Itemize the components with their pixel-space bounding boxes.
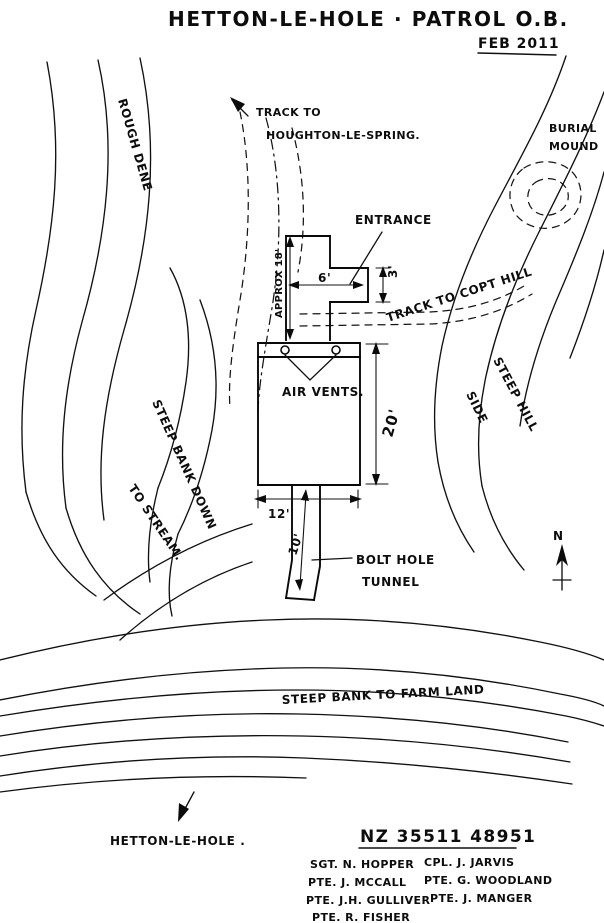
bolt-hole-tunnel-shape bbox=[284, 484, 321, 602]
dim-20ft: 20' bbox=[365, 342, 404, 486]
burial-mound-line1: BURIAL bbox=[549, 122, 597, 135]
dim-12ft-text: 12' bbox=[268, 507, 290, 521]
hetton-place-label: HETTON-LE-HOLE . bbox=[110, 834, 245, 848]
dim-20ft-text: 20' bbox=[379, 406, 404, 439]
dim-approx-18-text: APPROX 18' bbox=[274, 249, 285, 318]
svg-text:20': 20' bbox=[379, 406, 404, 439]
dim-12ft: 12' bbox=[254, 489, 362, 521]
roster-row-1-left: PTE. J. McCALL bbox=[308, 876, 406, 889]
track-to-houghton-line2: HOUGHTON-LE-SPRING. bbox=[266, 129, 420, 142]
entrance-callout: ENTRANCE bbox=[349, 213, 432, 285]
svg-text:3': 3' bbox=[386, 265, 400, 278]
steep-hill-label: STEEP HILL bbox=[490, 355, 541, 434]
patrol-roster: SGT. N. HOPPER CPL. J. JARVIS PTE. J. Mc… bbox=[306, 856, 552, 923]
roster-row-2-right: PTE. J. MANGER bbox=[430, 892, 533, 905]
track-to-copt-hill-lines bbox=[299, 285, 533, 327]
side-label: SIDE bbox=[463, 389, 490, 425]
steep-hill-contours bbox=[433, 55, 604, 571]
svg-text:APPROX 18': APPROX 18' bbox=[274, 249, 285, 318]
roster-row-3-left: PTE. R. FISHER bbox=[312, 911, 410, 923]
steep-bank-farm-text: STEEP BANK TO FARM LAND bbox=[281, 682, 484, 707]
page-title: HETTON-LE-HOLE · PATROL O.B. bbox=[168, 7, 569, 31]
steep-bank-down-label: STEEP BANK DOWN bbox=[149, 398, 219, 532]
grid-reference: NZ 35511 48951 bbox=[360, 827, 536, 847]
burial-mound-shape bbox=[509, 161, 582, 229]
track-to-houghton-arrow bbox=[230, 97, 249, 117]
svg-text:10': 10' bbox=[286, 531, 306, 556]
track-to-houghton-line1: TRACK TO bbox=[256, 106, 321, 119]
svg-text:STEEP HILL: STEEP HILL bbox=[490, 355, 541, 434]
dim-approx-18: APPROX 18' bbox=[274, 236, 294, 340]
ob-entrance-plan bbox=[285, 235, 369, 341]
roster-row-2-left: PTE. J.H. GULLIVER bbox=[306, 894, 430, 907]
air-vents-group: AIR VENTS. bbox=[280, 345, 364, 399]
bolt-hole-line1: BOLT HOLE bbox=[356, 553, 435, 567]
lower-field-contours bbox=[0, 618, 604, 793]
roster-row-0-left: SGT. N. HOPPER bbox=[310, 858, 414, 871]
date-underline bbox=[477, 52, 557, 56]
roster-row-1-right: PTE. G. WOODLAND bbox=[424, 874, 552, 887]
steep-hill-text: STEEP HILL bbox=[490, 355, 541, 434]
air-vent-right-icon bbox=[331, 345, 341, 355]
dim-3ft-text: 3' bbox=[386, 265, 400, 278]
air-vent-left-icon bbox=[280, 345, 290, 355]
steep-bank-farm-label: STEEP BANK TO FARM LAND bbox=[281, 682, 484, 707]
dim-3ft: 3' bbox=[375, 265, 400, 304]
rough-dene-contours bbox=[21, 57, 152, 615]
bolt-hole-callout: BOLT HOLE TUNNEL bbox=[311, 553, 435, 589]
entrance-label: ENTRANCE bbox=[355, 213, 432, 227]
hetton-direction-arrow bbox=[178, 791, 195, 822]
north-label: N bbox=[553, 529, 564, 543]
dim-10ft-text: 10' bbox=[286, 531, 306, 556]
roster-row-0-right: CPL. J. JARVIS bbox=[424, 856, 514, 869]
steep-bank-down-text: STEEP BANK DOWN bbox=[149, 398, 219, 532]
bolt-hole-line2: TUNNEL bbox=[362, 575, 419, 589]
side-text: SIDE bbox=[463, 389, 490, 425]
dim-6ft-text: 6' bbox=[318, 271, 331, 285]
ob-main-chamber bbox=[257, 342, 361, 486]
svg-text:STEEP BANK DOWN: STEEP BANK DOWN bbox=[149, 398, 219, 532]
track-to-houghton-lines bbox=[228, 111, 304, 417]
dim-6ft: 6' bbox=[288, 271, 364, 289]
dim-10ft: 10' bbox=[286, 489, 309, 591]
air-vents-label: AIR VENTS. bbox=[282, 385, 364, 399]
dene-slope-contours bbox=[103, 267, 253, 641]
svg-text:SIDE: SIDE bbox=[463, 389, 490, 425]
burial-mound-line2: MOUND bbox=[549, 140, 599, 153]
svg-text:STEEP BANK TO FARM LAND: STEEP BANK TO FARM LAND bbox=[281, 682, 484, 707]
north-arrow: N bbox=[552, 529, 572, 591]
date-label: FEB 2011 bbox=[478, 36, 560, 52]
